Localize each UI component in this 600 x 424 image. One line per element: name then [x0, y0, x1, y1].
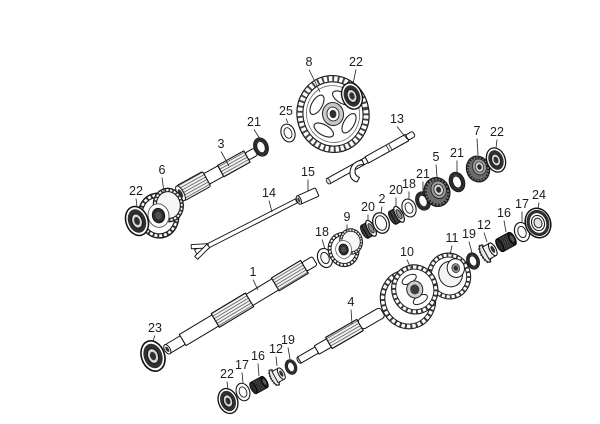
callout-leader-line — [161, 177, 165, 193]
part-number-label: 19 — [281, 333, 295, 347]
callout-leader-line — [380, 206, 383, 214]
part-number-label: 18 — [402, 177, 416, 191]
callout-leader-line — [220, 151, 230, 167]
part-number-label: 1 — [250, 265, 257, 279]
part-number-label: 17 — [515, 197, 529, 211]
part-number-label: 18 — [315, 225, 329, 239]
callout-leader-line — [257, 363, 260, 377]
part-seal-23 — [136, 336, 170, 376]
callout-leader-line — [495, 139, 498, 149]
shift-fork-prongs — [190, 243, 211, 260]
callout-leader-line — [503, 220, 507, 233]
part-bushing-16 — [493, 230, 519, 254]
part-number-label: 2 — [379, 192, 386, 206]
callout-leader-line — [226, 381, 229, 391]
part-number-label: 7 — [474, 124, 481, 138]
part-washer-25 — [277, 121, 299, 145]
part-number-label: 19 — [462, 227, 476, 241]
callout-leader-line — [449, 245, 453, 256]
part-number-label: 20 — [361, 200, 375, 214]
part-number-label: 13 — [390, 112, 404, 126]
part-number-label: 12 — [477, 218, 491, 232]
callout-leader-line — [285, 118, 289, 124]
part-gear-10 — [379, 264, 439, 330]
callout-leader-line — [308, 69, 321, 93]
callout-leader-line — [135, 198, 138, 208]
part-number-label: 15 — [301, 165, 315, 179]
callout-leader-line — [321, 239, 326, 250]
part-number-label: 11 — [446, 231, 459, 245]
part-number-label: 23 — [148, 321, 162, 335]
part-sleeve-15 — [295, 187, 320, 205]
gear-10-cutouts — [401, 273, 428, 306]
part-collar-12 — [266, 363, 289, 388]
callout-leader-line — [152, 335, 156, 342]
part-ring-19 — [281, 356, 301, 378]
part-number-label: 24 — [532, 188, 546, 202]
part-number-label: 21 — [450, 146, 464, 160]
part-shift-claw — [349, 159, 365, 183]
part-number-label: 10 — [400, 245, 414, 259]
callout-leader-line — [483, 232, 488, 243]
part-number-label: 17 — [235, 358, 249, 372]
part-number-label: 21 — [247, 115, 261, 129]
part-number-label: 5 — [433, 150, 440, 164]
part-number-label: 16 — [251, 349, 265, 363]
part-shift-rail-14 — [190, 197, 300, 260]
part-number-label: 25 — [279, 104, 293, 118]
part-number-label: 4 — [348, 295, 355, 309]
part-number-label: 22 — [220, 367, 234, 381]
callout-leader-line — [396, 126, 408, 140]
part-number-label: 8 — [306, 55, 313, 69]
part-number-label: 16 — [497, 206, 511, 220]
part-main-shaft-1 — [163, 256, 318, 355]
callout-leader-line — [406, 259, 412, 270]
callout-leader-line — [253, 129, 261, 140]
part-number-label: 22 — [129, 184, 143, 198]
callout-leader-line — [468, 241, 473, 254]
callout-leader-line — [268, 200, 273, 213]
part-number-label: 22 — [490, 125, 504, 139]
callout-leader-line — [241, 372, 244, 384]
callout-leader-line — [350, 309, 353, 325]
callout-leader-line — [352, 69, 357, 85]
part-number-label: 3 — [218, 137, 225, 151]
part-number-label: 14 — [262, 186, 276, 200]
part-number-label: 12 — [269, 342, 283, 356]
callout-leader-line — [275, 356, 278, 367]
callout-leader-line — [537, 202, 540, 210]
part-number-label: 20 — [389, 183, 403, 197]
part-bushing-16 — [247, 374, 271, 396]
callout-leader-line — [476, 138, 479, 156]
callout-leader-line — [287, 347, 291, 360]
part-output-shaft-4 — [296, 307, 385, 364]
part-number-label: 21 — [416, 167, 430, 181]
callout-leader-line — [252, 279, 259, 291]
part-number-label: 9 — [344, 210, 351, 224]
part-shaft-3 — [175, 148, 258, 202]
callout-leader-line — [435, 164, 438, 178]
part-number-label: 22 — [349, 55, 363, 69]
part-gear-8 — [296, 74, 370, 154]
parts-layer — [120, 74, 557, 417]
part-number-label: 6 — [159, 163, 166, 177]
